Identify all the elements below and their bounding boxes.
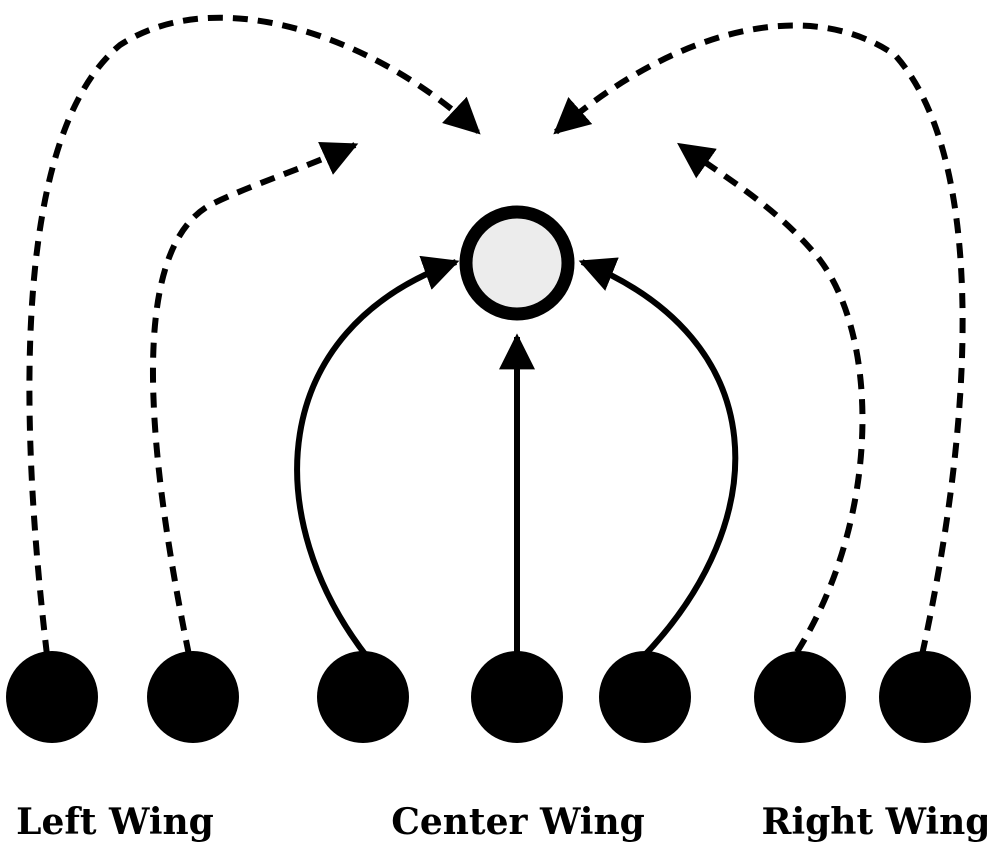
right-wing-label: Right Wing — [762, 801, 987, 843]
center-target-node — [459, 205, 575, 321]
dashed-arc-right-outer — [553, 22, 966, 656]
left-wing-node-2 — [147, 651, 239, 743]
left-wing-label: Left Wing — [16, 801, 214, 843]
right-wing-node-1 — [754, 651, 846, 743]
center-wing-node-2 — [471, 651, 563, 743]
solid-arc-right — [578, 257, 739, 661]
left-wing-node-1 — [6, 651, 98, 743]
solid-arc-left — [294, 255, 460, 660]
dashed-arc-left-outer — [26, 14, 481, 656]
dashed-arc-right-inner — [677, 142, 866, 654]
center-wing-node-3 — [599, 651, 691, 743]
dashed-arc-left-inner — [149, 142, 359, 656]
center-wing-label: Center Wing — [391, 801, 645, 843]
center-wing-node-1 — [317, 651, 409, 743]
right-wing-node-2 — [879, 651, 971, 743]
